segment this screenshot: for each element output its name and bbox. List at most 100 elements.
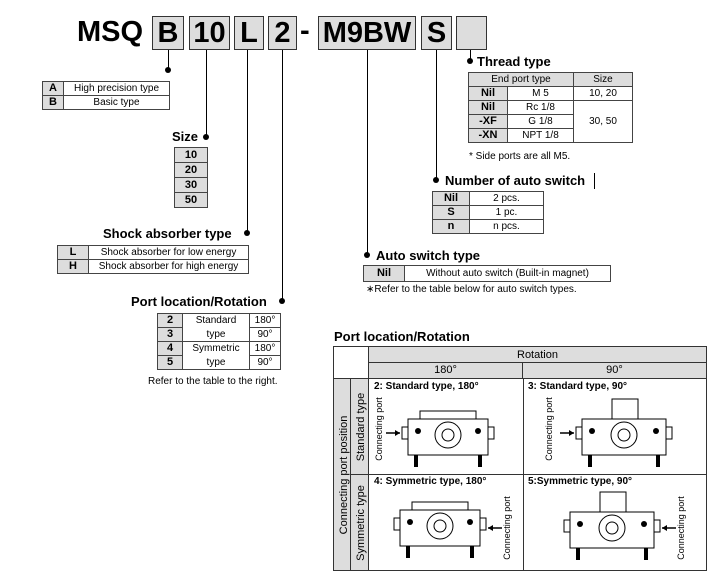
body-option-table: A High precision type B Basic type [42,81,170,110]
code-box-thread [456,16,487,50]
table-row: Nil Without auto switch (Built-in magnet… [363,265,611,282]
connecting-port-label: Connecting port [374,397,384,461]
table-row: n n pcs. [432,219,544,234]
code-box-number: S [421,16,452,50]
code-box-absorber: L [234,16,264,50]
switch-number-value: 2 pcs. [469,191,544,206]
auto-switch-number-title: Number of auto switch [445,173,586,188]
side-label-outer: Connecting port position [338,416,350,535]
thread-size: 10, 20 [573,86,633,101]
switch-number-value: 1 pc. [469,205,544,220]
thread-port: G 1/8 [507,114,574,129]
auto-switch-number-table: Nil 2 pcs. S 1 pc. n n pcs. [432,191,544,234]
port-key: 2 [157,313,183,328]
thread-port: NPT 1/8 [507,128,574,143]
cell-title-standard-180: 2: Standard type, 180° [374,381,479,392]
switch-number-key: S [432,205,470,220]
switch-type-key: Nil [363,265,405,282]
port-key: 4 [157,341,183,356]
switch-number-key: Nil [432,191,470,206]
port-rotation-table: Rotation 180° 90° Connecting port positi… [333,346,707,571]
option-value: High precision type [63,81,170,96]
absorber-key: H [57,259,89,274]
table-row: L Shock absorber for low energy [57,245,249,260]
port-type-label: type [182,355,250,370]
thread-key: Nil [468,100,508,115]
model-prefix: MSQ [77,16,144,48]
table-row: -XF G 1/8 [468,114,633,129]
rotation-col-180: 180° [369,363,523,379]
port-angle: 90° [249,327,281,342]
table-row: Nil Rc 1/8 30, 50 [468,100,633,143]
thread-port: M 5 [507,86,574,101]
table-row: 50 [174,192,208,208]
auto-switch-type-title: Auto switch type [376,248,481,263]
table-row: 10 [174,147,208,163]
cell-title-standard-90: 3: Standard type, 90° [528,381,628,392]
option-key: B [42,95,64,110]
shock-absorber-table: L Shock absorber for low energy H Shock … [57,245,249,274]
port-key: 5 [157,355,183,370]
thread-port: Rc 1/8 [507,100,574,115]
port-type-label: Standard [182,313,250,328]
code-box-body: B [152,16,184,50]
switch-number-key: n [432,219,470,234]
thread-header-port: End port type [468,72,574,87]
port-angle: 90° [249,355,281,370]
port-table-title: Port location/Rotation [334,329,470,344]
port-angle: 180° [249,313,281,328]
port-key: 3 [157,327,183,342]
table-row: A High precision type [42,81,170,96]
size-table: 10 20 30 50 [174,147,208,208]
table-row: 20 [174,162,208,178]
size-value: 50 [174,192,208,208]
table-row: Nil M 5 10, 20 [468,86,633,101]
drawing-symmetric-180: Connecting port [393,496,512,560]
table-row: B Basic type [42,95,170,110]
connecting-port-label: Connecting port [502,496,512,560]
size-title: Size [172,129,199,144]
thread-size: 30, 50 [573,100,633,143]
table-row: Nil 2 pcs. [432,191,544,206]
auto-switch-type-table: Nil Without auto switch (Built-in magnet… [363,265,611,282]
switch-number-value: n pcs. [469,219,544,234]
side-label-symmetric: Symmetric type [355,485,367,561]
port-angle: 180° [249,341,281,356]
rotation-header: Rotation [369,347,706,363]
thread-header-size: Size [573,72,633,87]
size-value: 30 [174,177,208,193]
port-type-label: type [182,327,250,342]
drawing-symmetric-90: Connecting port [563,491,686,560]
table-row: S 1 pc. [432,205,544,220]
table-row: 4 Symmetric 180° [157,341,281,356]
side-labels: Connecting port position Standard type S… [338,393,367,561]
table-row: -XN NPT 1/8 [468,128,633,143]
cell-title-symmetric-90: 5:Symmetric type, 90° [528,476,633,487]
code-dash: - [300,15,310,47]
table-row: 3 type 90° [157,327,281,342]
connecting-port-label: Connecting port [676,496,686,560]
port-location-table: 2 Standard 180° 3 type 90° 4 Symmetric 1… [157,313,281,370]
thread-key: Nil [468,86,508,101]
absorber-value: Shock absorber for high energy [88,259,249,274]
absorber-key: L [57,245,89,260]
table-row: End port type Size [468,72,633,87]
table-row: H Shock absorber for high energy [57,259,249,274]
option-value: Basic type [63,95,170,110]
table-row: 30 [174,177,208,193]
option-key: A [42,81,64,96]
thread-type-table: End port type Size Nil M 5 10, 20 Nil Rc… [468,72,633,143]
cell-title-symmetric-180: 4: Symmetric type, 180° [374,476,487,487]
side-label-standard: Standard type [355,393,367,462]
thread-type-title: Thread type [477,54,551,69]
connecting-port-label: Connecting port [544,397,554,461]
port-type-label: Symmetric [182,341,250,356]
rotation-col-90: 90° [523,363,706,379]
size-value: 10 [174,147,208,163]
drawing-standard-90: Connecting port [544,397,673,467]
table-row: 2 Standard 180° [157,313,281,328]
text-cursor [594,173,595,189]
code-box-port: 2 [268,16,297,50]
switch-type-value: Without auto switch (Built-in magnet) [404,265,611,282]
code-box-size: 10 [189,16,230,50]
